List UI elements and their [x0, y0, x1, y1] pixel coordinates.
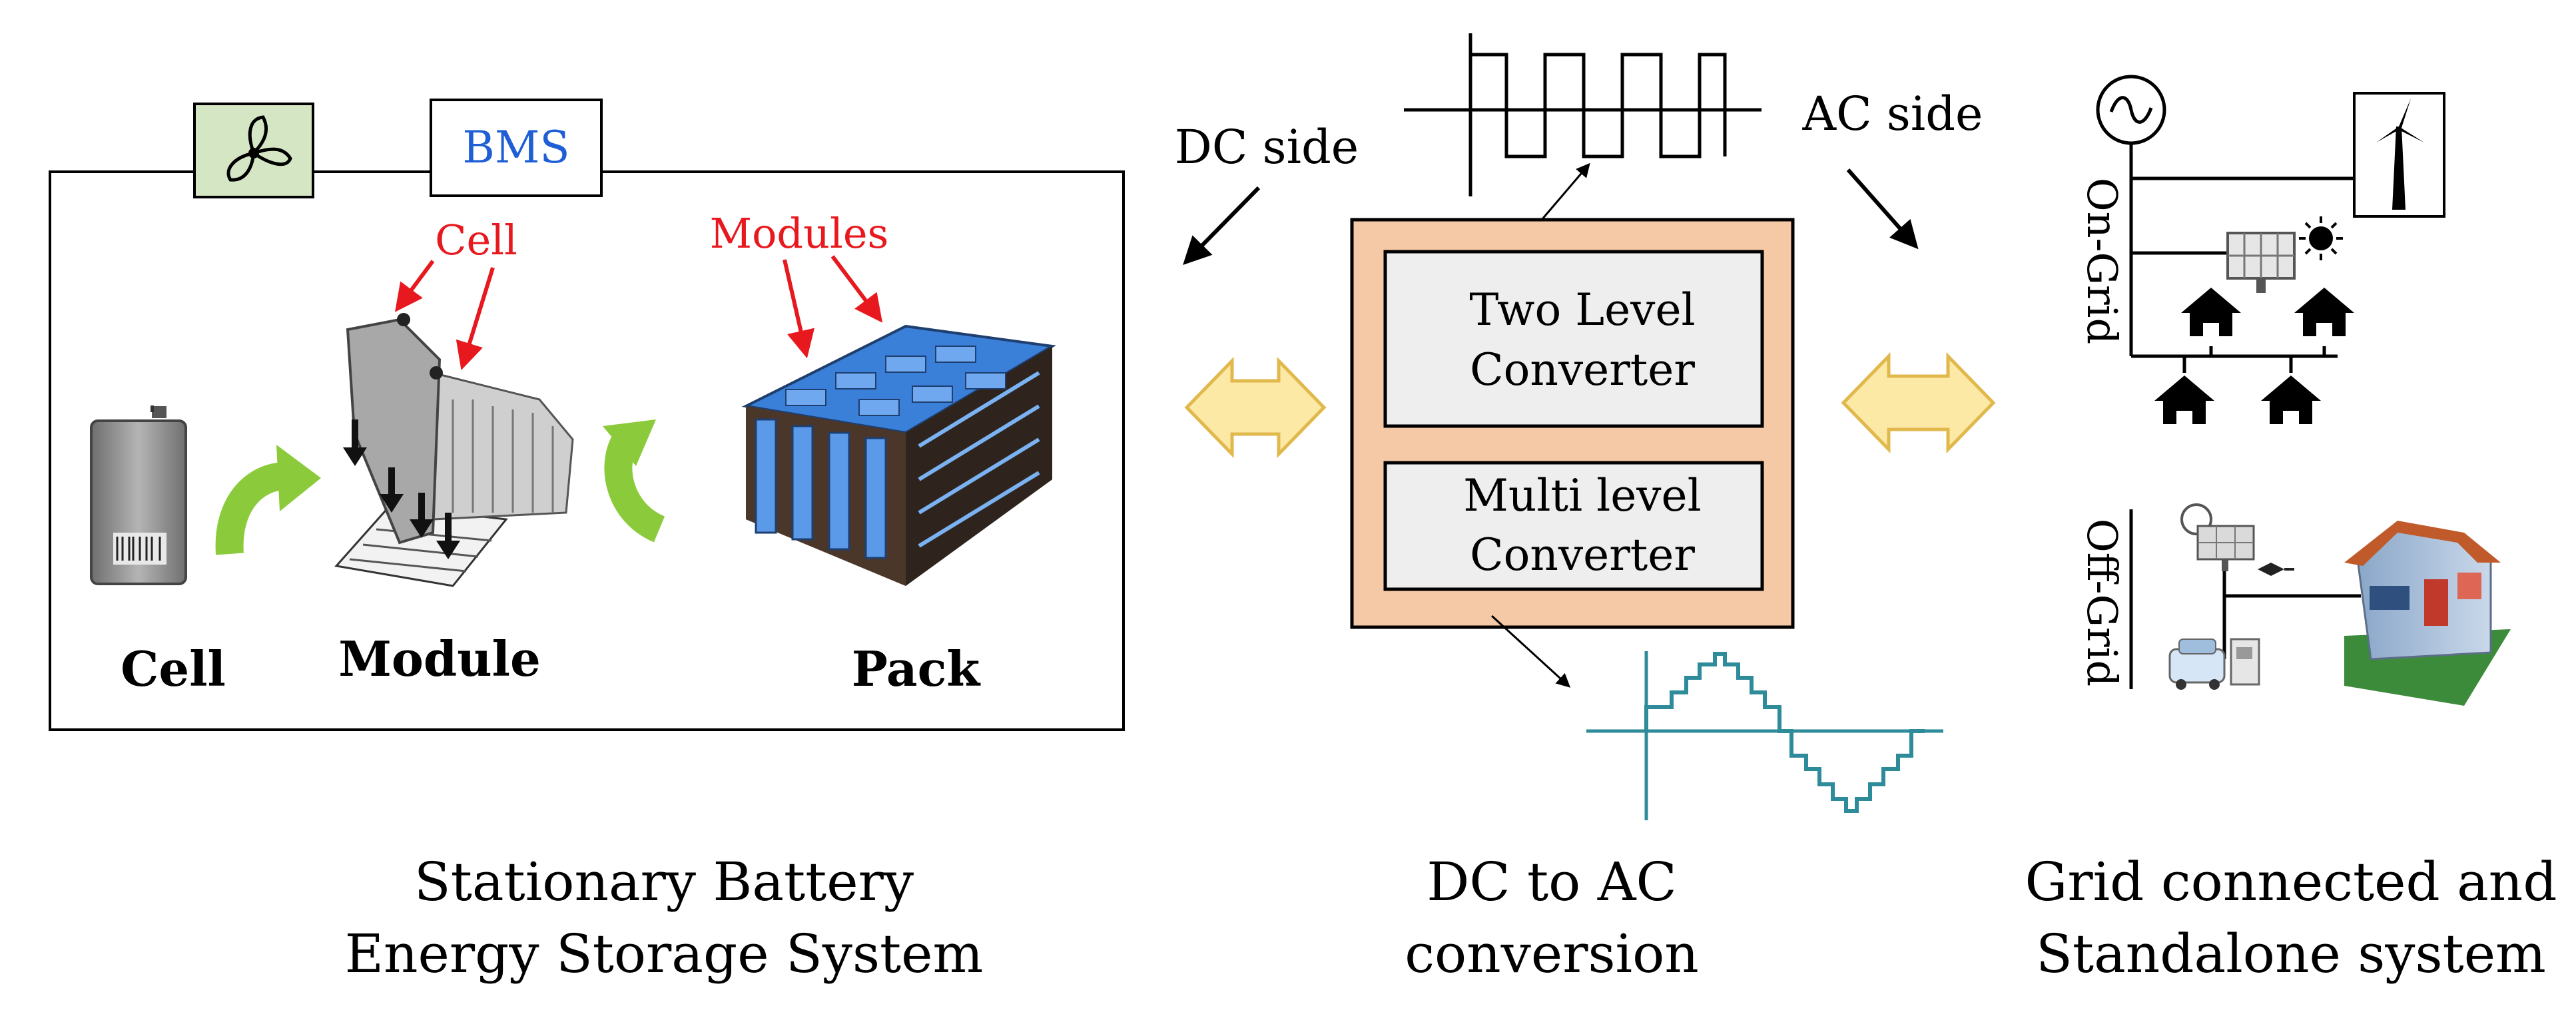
cell-label: Cell	[121, 640, 226, 697]
electric-car-icon	[2168, 638, 2260, 690]
modules-pointer-arrow-2	[830, 255, 883, 323]
wind-turbine-icon	[2353, 92, 2445, 218]
cell-pointer-label: Cell	[435, 216, 517, 264]
sun-icon	[2299, 216, 2343, 260]
battery-storage-section: BMS Cell	[49, 99, 1125, 985]
bms-box: BMS	[430, 99, 603, 197]
fan-icon	[193, 103, 314, 198]
house-icon-2	[2294, 288, 2354, 336]
off-grid-label: Off-Grid	[2078, 519, 2126, 686]
staircase-waveform	[1586, 651, 1943, 820]
off-grid-solar-icon	[2180, 503, 2255, 571]
grid-section: On-Grid	[2025, 75, 2557, 985]
grid-caption-line2: Standalone system	[2036, 923, 2546, 985]
module-label: Module	[338, 631, 541, 687]
grid-caption-line1: Grid connected and	[2025, 851, 2557, 913]
bms-label: BMS	[462, 122, 569, 173]
storage-caption-line1: Stationary Battery	[414, 851, 914, 913]
conversion-caption-line1: DC to AC	[1427, 851, 1677, 913]
ac-source-icon	[2096, 75, 2166, 145]
modules-pointer-arrow-1	[783, 259, 814, 359]
pack-label: Pack	[852, 640, 982, 697]
standalone-house-icon	[2344, 521, 2511, 706]
off-grid-lines	[2129, 509, 2361, 689]
two-level-label-line2: Converter	[1470, 344, 1695, 395]
multi-level-converter-box	[1383, 461, 1764, 591]
solar-panel-icon	[2226, 232, 2296, 293]
ac-side-arrow	[1846, 168, 1919, 250]
house-icon-4	[2261, 376, 2321, 424]
ac-double-arrow	[1841, 352, 1996, 454]
modules-pointer-label: Modules	[710, 209, 889, 258]
conversion-section: DC side AC side Two Level Converter Mult…	[1175, 33, 1996, 985]
multi-level-label-line2: Converter	[1470, 529, 1695, 581]
square-waveform	[1404, 33, 1762, 196]
module-image	[334, 313, 574, 587]
green-curved-arrow-module-to-pack	[603, 419, 666, 543]
house-icon-3	[2154, 376, 2214, 424]
two-level-label-line1: Two Level	[1469, 284, 1695, 336]
on-grid-label: On-Grid	[2078, 178, 2126, 344]
two-level-to-square-arrow	[1540, 162, 1590, 220]
two-level-converter-box	[1383, 250, 1764, 428]
ac-side-label: AC side	[1802, 87, 1983, 141]
green-curved-arrow-cell-to-module	[215, 445, 321, 555]
plug-icon	[2258, 563, 2294, 576]
cell-pointer-arrow-2	[456, 267, 495, 371]
multi-level-to-staircase-arrow	[1490, 615, 1571, 688]
dc-double-arrow	[1184, 356, 1327, 459]
house-icon-1	[2181, 288, 2241, 336]
on-grid-lines	[2129, 143, 2354, 373]
multi-level-label-line1: Multi level	[1463, 470, 1701, 521]
pack-image	[741, 324, 1056, 586]
dc-side-label: DC side	[1175, 120, 1359, 174]
single-cell-image	[90, 405, 187, 585]
storage-caption-line2: Energy Storage System	[345, 923, 984, 985]
cell-pointer-arrow-1	[394, 260, 435, 312]
conversion-caption-line2: conversion	[1405, 923, 1699, 985]
dc-side-arrow	[1183, 186, 1261, 265]
